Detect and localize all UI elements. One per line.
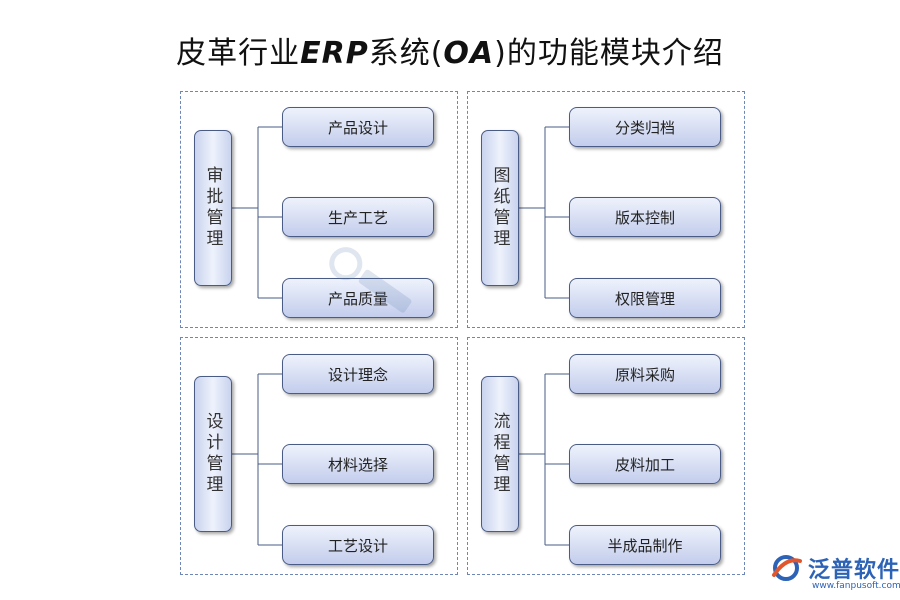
title-text-1: 皮革行业 [176,36,301,71]
category-process: 流程管理 [481,376,519,532]
module-classified-archive: 分类归档 [569,107,721,147]
module-leather-processing: 皮料加工 [569,444,721,484]
title-text-2: ERP [300,36,369,71]
module-design-concept: 设计理念 [282,354,434,394]
logo-brand-text: 泛普软件 [808,558,900,583]
module-semi-finished-production: 半成品制作 [569,525,721,565]
module-raw-material-purchase: 原料采购 [569,354,721,394]
watermark-logo [314,229,430,336]
module-craft-design: 工艺设计 [282,525,434,565]
category-label: 审批管理 [202,166,223,250]
module-product-design: 产品设计 [282,107,434,147]
module-product-quality: 产品质量 [282,278,434,318]
logo-url-text: www.fanpusoft.com [812,581,900,591]
page-title: 皮革行业ERP系统(OA)的功能模块介绍 [0,28,900,72]
brand-logo: 泛普软件 www.fanpusoft.com [770,550,900,591]
panel-design [180,337,458,575]
module-production-process: 生产工艺 [282,197,434,237]
category-label: 设计管理 [202,412,223,496]
module-version-control: 版本控制 [569,197,721,237]
category-design: 设计管理 [194,376,232,532]
category-approval: 审批管理 [194,130,232,286]
category-drawing: 图纸管理 [481,130,519,286]
module-material-selection: 材料选择 [282,444,434,484]
category-label: 流程管理 [489,412,510,496]
category-label: 图纸管理 [489,166,510,250]
module-permission-management: 权限管理 [569,278,721,318]
panel-drawing [467,91,745,328]
title-text-4: OA [443,36,495,71]
title-text-3: 系统( [368,36,444,71]
panel-approval [180,91,458,328]
panel-process [467,337,745,575]
title-text-5: )的功能模块介绍 [494,36,724,71]
logo-icon [772,555,802,581]
